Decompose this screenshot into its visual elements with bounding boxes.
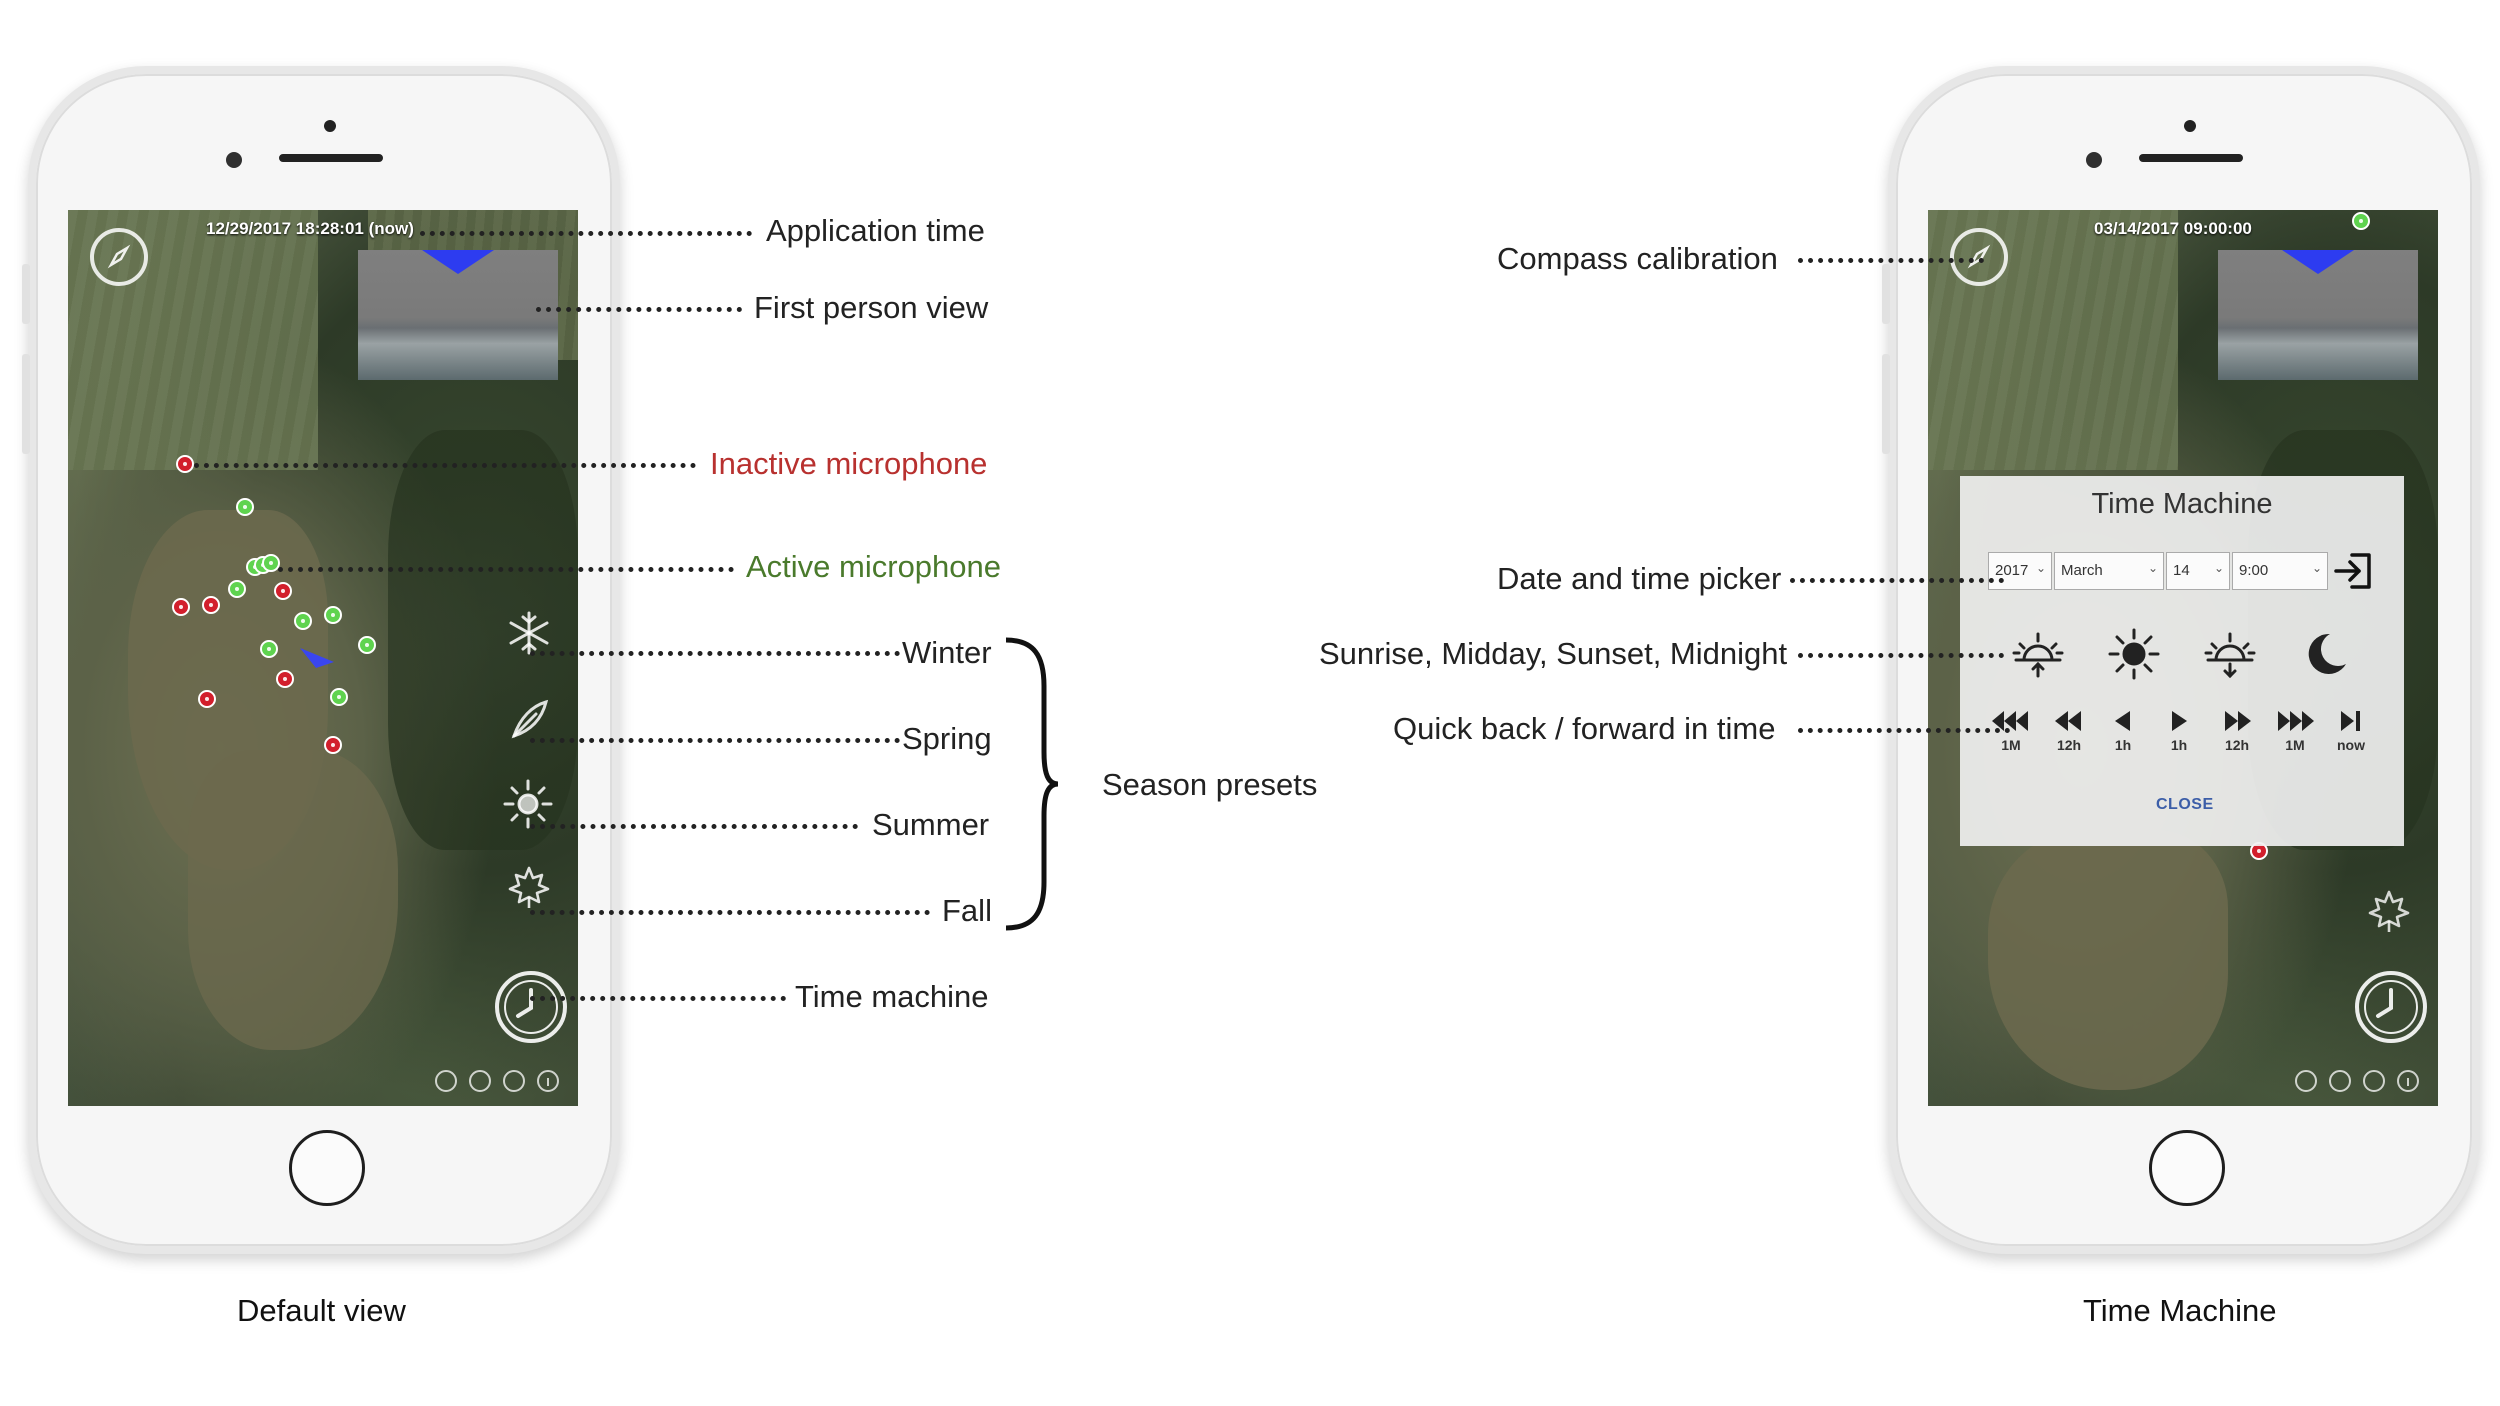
annotation-season-presets: Season presets xyxy=(1102,767,1318,802)
application-time: 12/29/2017 18:28:01 (now) xyxy=(206,219,414,238)
bottom-toolbar xyxy=(434,1068,564,1094)
sun-icon[interactable] xyxy=(502,778,554,830)
leader-line xyxy=(278,567,734,572)
leaf-icon[interactable] xyxy=(506,696,552,742)
inactive-microphone[interactable] xyxy=(274,582,292,600)
annotation-application-time: Application time xyxy=(766,213,985,248)
inactive-microphone[interactable] xyxy=(324,736,342,754)
caption-time-machine: Time Machine xyxy=(2083,1293,2277,1328)
inactive-microphone[interactable] xyxy=(176,455,194,473)
midday-icon[interactable] xyxy=(2106,626,2162,682)
snowflake-icon[interactable] xyxy=(506,610,552,656)
inactive-microphone[interactable] xyxy=(172,598,190,616)
clock-icon[interactable] xyxy=(2352,968,2430,1046)
leader-line xyxy=(536,307,742,312)
front-camera xyxy=(2086,152,2102,168)
back-1-month-button[interactable]: 1M xyxy=(1982,708,2040,753)
leader-line xyxy=(530,651,900,656)
leader-line xyxy=(420,231,752,236)
time-select[interactable]: 9:00⌄ xyxy=(2232,552,2328,590)
inactive-microphone[interactable] xyxy=(202,596,220,614)
compass-icon[interactable] xyxy=(1950,228,2008,286)
leader-line xyxy=(1798,653,2004,658)
moon-icon[interactable] xyxy=(2300,628,2352,680)
sunset-icon[interactable] xyxy=(2202,626,2258,682)
leader-line xyxy=(530,996,786,1001)
maple-leaf-icon[interactable] xyxy=(506,864,552,910)
forward-12h-button[interactable]: 12h xyxy=(2208,708,2266,753)
maple-leaf-icon[interactable] xyxy=(2366,888,2412,934)
annotation-active-microphone: Active microphone xyxy=(746,549,1002,584)
time-machine-dialog: Time Machine 2017⌄ March⌄ 14⌄ 9:00⌄ 1M 1… xyxy=(1960,476,2404,846)
leader-line xyxy=(1798,258,1984,263)
annotation-quick-time: Quick back / forward in time xyxy=(1393,711,1776,746)
front-camera xyxy=(226,152,242,168)
active-microphone[interactable] xyxy=(262,554,280,572)
user-position-icon xyxy=(300,648,334,668)
active-microphone[interactable] xyxy=(358,636,376,654)
leader-line xyxy=(1798,728,2010,733)
forward-1-month-button[interactable]: 1M xyxy=(2266,708,2324,753)
fpv-direction-indicator xyxy=(422,250,494,274)
season-brace xyxy=(1005,637,1059,931)
year-select[interactable]: 2017⌄ xyxy=(1988,552,2052,590)
annotation-summer: Summer xyxy=(872,807,990,842)
inactive-microphone[interactable] xyxy=(198,690,216,708)
month-select[interactable]: March⌄ xyxy=(2054,552,2164,590)
fpv-direction-indicator xyxy=(2282,250,2354,274)
annotation-sun-presets: Sunrise, Midday, Sunset, Midnight xyxy=(1319,636,1788,671)
forward-1h-button[interactable]: 1h xyxy=(2150,708,2208,753)
leader-line xyxy=(530,738,900,743)
active-microphone[interactable] xyxy=(2352,212,2370,230)
speaker xyxy=(2139,154,2243,162)
application-time: 03/14/2017 09:00:00 xyxy=(2094,219,2252,238)
annotation-spring: Spring xyxy=(902,721,992,756)
annotation-date-time-picker: Date and time picker xyxy=(1497,561,1782,596)
first-person-view[interactable] xyxy=(358,250,558,380)
dialog-title: Time Machine xyxy=(2091,488,2273,520)
annotation-inactive-microphone: Inactive microphone xyxy=(710,446,988,481)
compass-icon[interactable] xyxy=(90,228,148,286)
annotation-winter: Winter xyxy=(902,635,992,670)
enter-icon[interactable] xyxy=(2332,550,2374,592)
back-1h-button[interactable]: 1h xyxy=(2094,708,2152,753)
home-button[interactable] xyxy=(2149,1130,2225,1206)
leader-line xyxy=(194,463,696,468)
leader-line xyxy=(1790,578,2004,583)
active-microphone[interactable] xyxy=(324,606,342,624)
bottom-toolbar xyxy=(2294,1068,2424,1094)
active-microphone[interactable] xyxy=(228,580,246,598)
right-map-screen[interactable]: 03/14/2017 09:00:00 Time Machine 2017⌄ M… xyxy=(1928,210,2438,1106)
leader-line xyxy=(530,824,858,829)
day-select[interactable]: 14⌄ xyxy=(2166,552,2230,590)
active-microphone[interactable] xyxy=(294,612,312,630)
active-microphone[interactable] xyxy=(330,688,348,706)
annotation-time-machine: Time machine xyxy=(795,979,989,1014)
now-button[interactable]: now xyxy=(2322,708,2380,753)
first-person-view[interactable] xyxy=(2218,250,2418,380)
active-microphone[interactable] xyxy=(260,640,278,658)
sunrise-icon[interactable] xyxy=(2010,626,2066,682)
annotation-first-person-view: First person view xyxy=(754,290,989,325)
annotation-fall: Fall xyxy=(942,893,992,928)
clock-icon[interactable] xyxy=(492,968,570,1046)
caption-default-view: Default view xyxy=(237,1293,406,1328)
home-button[interactable] xyxy=(289,1130,365,1206)
back-12h-button[interactable]: 12h xyxy=(2040,708,2098,753)
annotation-compass-calibration: Compass calibration xyxy=(1497,241,1778,276)
left-map-screen[interactable]: 12/29/2017 18:28:01 (now) xyxy=(68,210,578,1106)
active-microphone[interactable] xyxy=(236,498,254,516)
leader-line xyxy=(530,910,930,915)
speaker xyxy=(279,154,383,162)
inactive-microphone[interactable] xyxy=(276,670,294,688)
close-button[interactable]: CLOSE xyxy=(2156,796,2214,813)
